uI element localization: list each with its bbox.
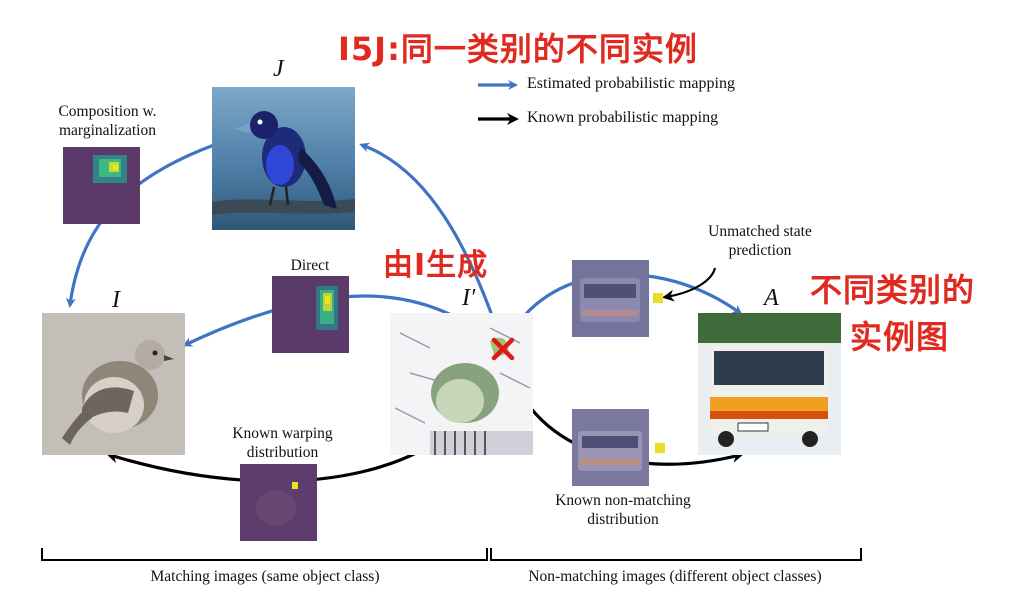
image-a-bus xyxy=(698,313,841,455)
image-i-pigeon xyxy=(42,313,185,455)
bracket-right xyxy=(490,548,862,561)
legend-known-label: Known probabilistic mapping xyxy=(527,109,719,126)
label-i-prime: I′ xyxy=(462,285,476,311)
label-j: J xyxy=(273,56,284,82)
label-direct: Direct xyxy=(290,257,330,274)
heatmap-warping xyxy=(240,464,317,541)
marker-unmatched xyxy=(653,293,663,303)
image-bus-known xyxy=(572,409,649,486)
label-a: A xyxy=(764,285,779,311)
annotation-top: I5J:同一类别的不同实例 xyxy=(338,30,698,68)
bracket-label-right: Non-matching images (different object cl… xyxy=(528,568,822,585)
label-composition: Composition w. marginalization xyxy=(58,103,157,139)
annotation-right-2: 实例图 xyxy=(850,318,950,356)
annotation-middle: 由I生成 xyxy=(383,248,489,283)
marker-known-nonmatch xyxy=(655,443,665,453)
legend-estimated-label: Estimated probabilistic mapping xyxy=(527,75,735,92)
arrow-iprime-to-j xyxy=(359,142,502,339)
bracket-label-left: Matching images (same object class) xyxy=(150,568,380,585)
annotation-right-1: 不同类别的 xyxy=(810,271,976,309)
heatmap-composition xyxy=(63,147,140,224)
label-unmatched: Unmatched state prediction xyxy=(708,223,812,259)
label-warping: Known warping distribution xyxy=(232,425,333,461)
arrow-unmatched xyxy=(662,267,717,302)
image-bus-unmatched xyxy=(572,260,649,337)
image-j-bird xyxy=(212,87,355,230)
label-i: I xyxy=(112,287,120,313)
label-non-matching: Known non-matching distribution xyxy=(555,492,691,528)
bracket-left xyxy=(41,548,488,561)
heatmap-direct xyxy=(272,276,349,353)
image-i-prime-warped xyxy=(390,313,533,455)
